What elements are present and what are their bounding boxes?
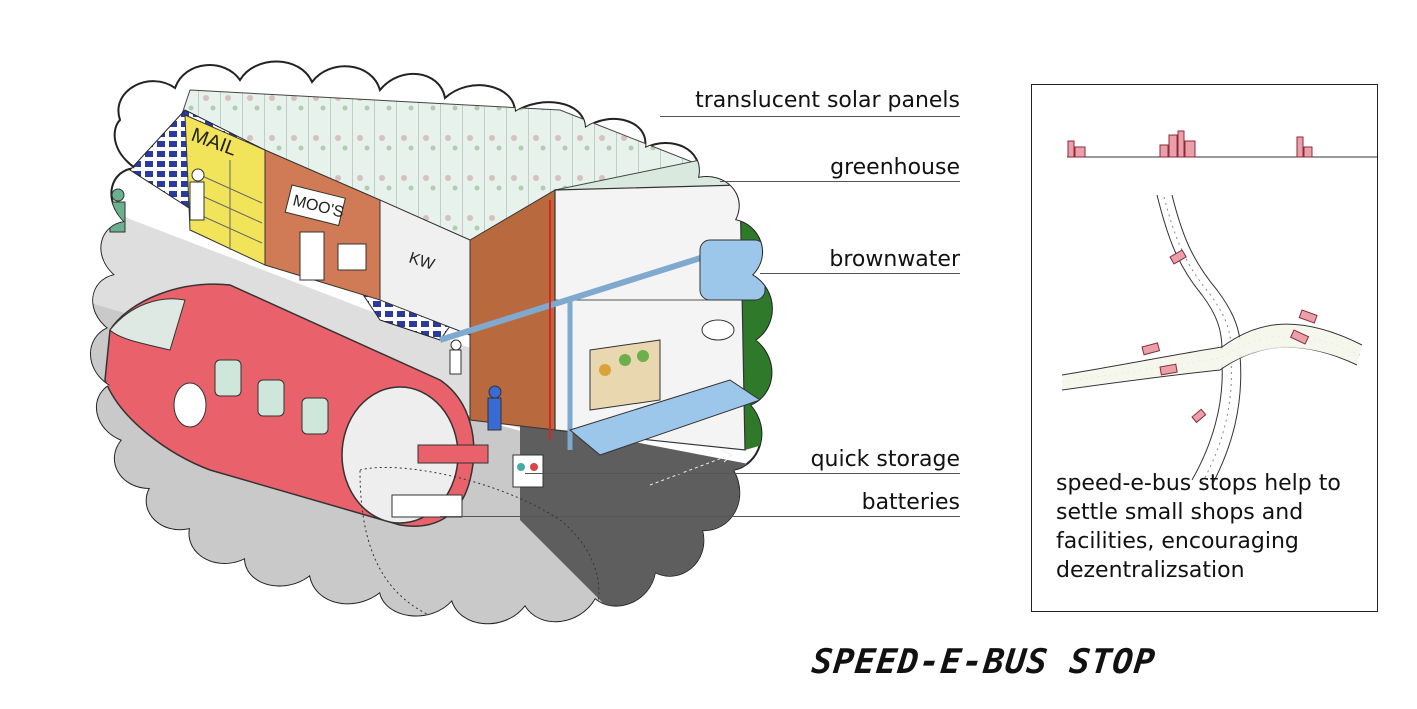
callout-line <box>660 116 960 117</box>
map-icon <box>1061 130 1377 486</box>
callout-line <box>760 273 960 274</box>
panel-caption: speed-e-bus stops help to settle small s… <box>1056 471 1341 583</box>
water-tank-icon <box>699 239 766 301</box>
callout-solar-panels: translucent solar panels <box>695 88 960 113</box>
grass-strip <box>740 190 772 450</box>
callout-greenhouse: greenhouse <box>830 155 960 180</box>
callout-brownwater: brownwater <box>829 247 960 272</box>
diagram-title: SPEED-E-BUS STOP <box>809 642 1158 682</box>
callout-batteries: batteries <box>861 490 960 515</box>
callout-line <box>440 516 960 517</box>
callout-line <box>525 473 960 474</box>
callout-line <box>720 181 960 182</box>
map-panel: speed-e-bus stops help to settle small s… <box>1031 84 1378 612</box>
callout-quick-storage: quick storage <box>810 447 960 472</box>
toilet-icon <box>701 319 735 341</box>
